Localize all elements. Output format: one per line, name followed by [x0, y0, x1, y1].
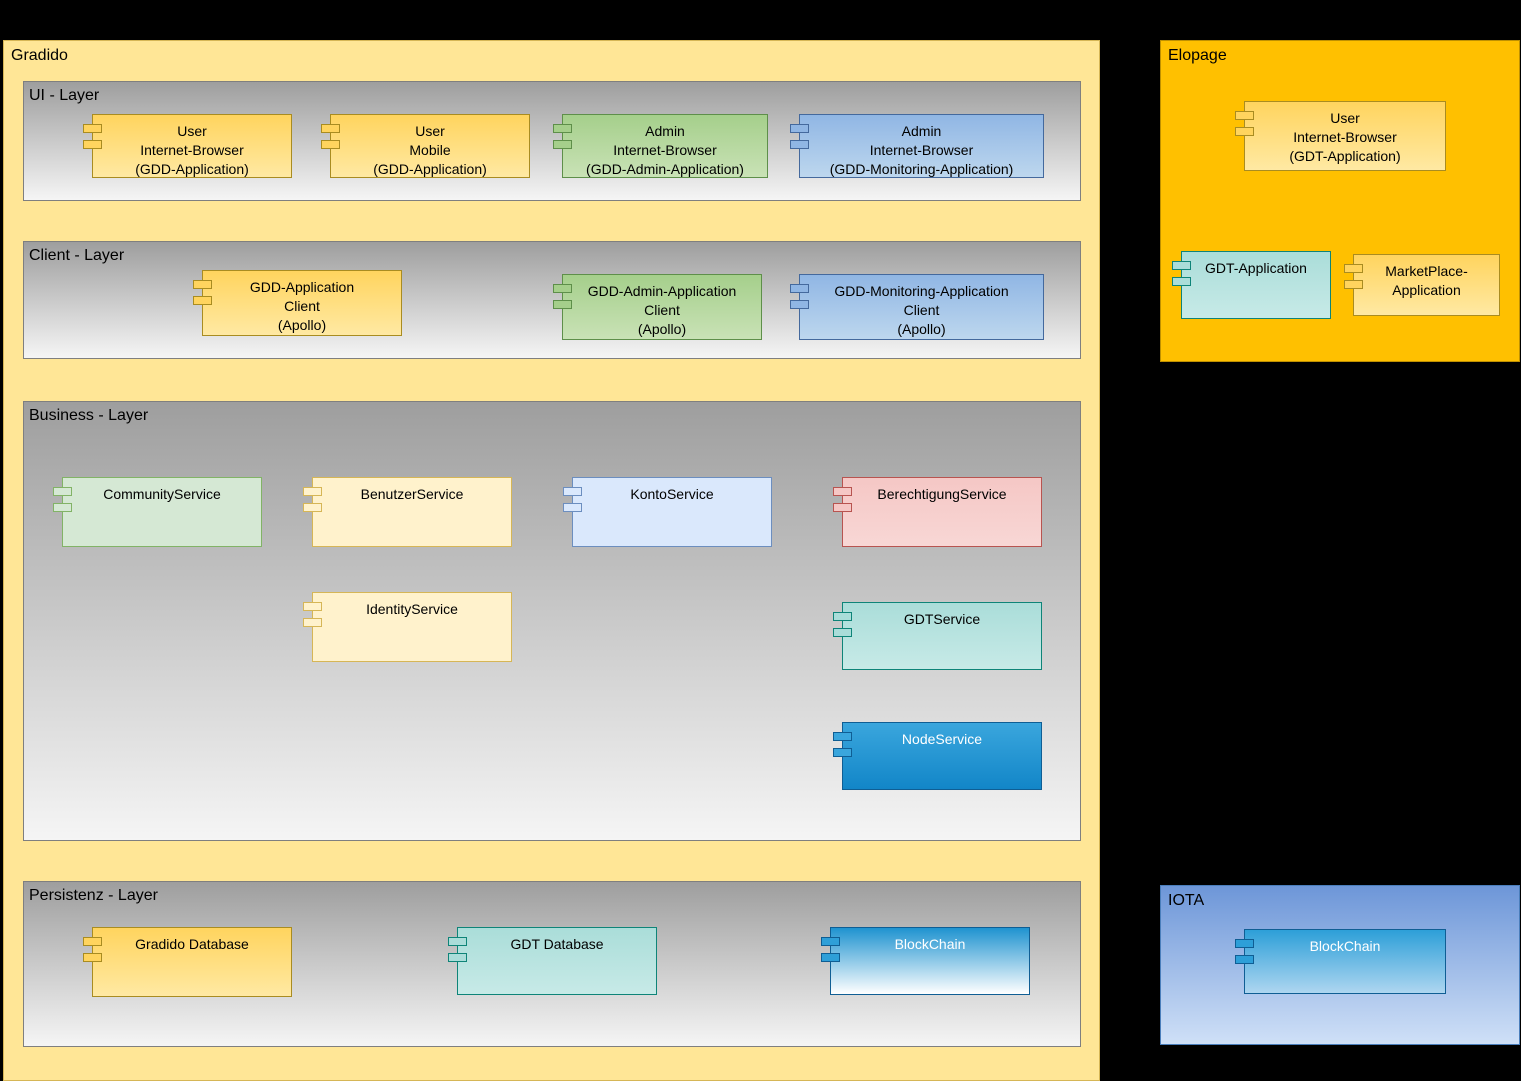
component-label: NodeService	[901, 731, 983, 747]
component-label: GDT Database	[510, 936, 604, 952]
component-tab-icon	[833, 732, 852, 741]
component-tab-icon	[1235, 127, 1254, 136]
component-tab-icon	[1344, 264, 1363, 273]
component-tab-icon	[553, 300, 572, 309]
component-user-internet-browser-gdt: User Internet-Browser (GDT-Application)	[1235, 101, 1446, 171]
component-tab-icon	[821, 937, 840, 946]
component-benutzer-service: BenutzerService	[303, 477, 512, 547]
iota-container: IOTA BlockChain	[1160, 885, 1520, 1045]
client-layer: Client - Layer GDD-Application Client (A…	[23, 241, 1081, 359]
component-tab-icon	[563, 487, 582, 496]
ui-layer-title: UI - Layer	[29, 87, 100, 104]
component-label: User Mobile (GDD-Application)	[373, 123, 487, 177]
component-label: BerechtigungService	[877, 486, 1007, 502]
component-gdt-database: GDT Database	[448, 927, 657, 995]
component-node-service: NodeService	[833, 722, 1042, 790]
component-label: BlockChain	[1309, 938, 1381, 954]
component-label: Gradido Database	[135, 936, 249, 952]
component-label: Admin Internet-Browser (GDD-Admin-Applic…	[586, 123, 744, 177]
component-label: KontoService	[630, 486, 714, 502]
component-label: BenutzerService	[360, 486, 464, 502]
component-community-service: CommunityService	[53, 477, 262, 547]
gradido-container: Gradido UI - Layer User Internet-Browser…	[3, 40, 1100, 1081]
component-tab-icon	[1344, 280, 1363, 289]
component-tab-icon	[553, 124, 572, 133]
component-user-internet-browser-gdd: User Internet-Browser (GDD-Application)	[83, 114, 292, 178]
component-tab-icon	[833, 748, 852, 757]
component-tab-icon	[83, 124, 102, 133]
component-blockchain: BlockChain	[821, 927, 1030, 995]
component-iota-blockchain: BlockChain	[1235, 929, 1446, 994]
component-label: GDT-Application	[1205, 260, 1307, 276]
component-tab-icon	[833, 612, 852, 621]
component-tab-icon	[790, 284, 809, 293]
component-gdd-application-client: GDD-Application Client (Apollo)	[193, 270, 402, 336]
component-tab-icon	[790, 140, 809, 149]
component-gdd-monitoring-application-client: GDD-Monitoring-Application Client (Apoll…	[790, 274, 1044, 340]
component-gdt-service: GDTService	[833, 602, 1042, 670]
component-tab-icon	[303, 503, 322, 512]
component-tab-icon	[303, 618, 322, 627]
component-tab-icon	[53, 487, 72, 496]
component-marketplace-application: MarketPlace- Application	[1344, 254, 1500, 316]
component-tab-icon	[833, 628, 852, 637]
elopage-title: Elopage	[1168, 47, 1227, 64]
component-user-mobile-gdd: User Mobile (GDD-Application)	[321, 114, 530, 178]
component-gradido-database: Gradido Database	[83, 927, 292, 997]
component-tab-icon	[790, 300, 809, 309]
component-gdt-application: GDT-Application	[1172, 251, 1331, 319]
component-label: BlockChain	[894, 936, 966, 952]
elopage-container: Elopage User Internet-Browser (GDT-Appli…	[1160, 40, 1520, 362]
client-layer-title: Client - Layer	[29, 247, 125, 264]
iota-title: IOTA	[1168, 892, 1205, 909]
gradido-title: Gradido	[11, 47, 68, 64]
component-tab-icon	[563, 503, 582, 512]
component-tab-icon	[53, 503, 72, 512]
ui-layer: UI - Layer User Internet-Browser (GDD-Ap…	[23, 81, 1081, 201]
component-tab-icon	[833, 487, 852, 496]
component-tab-icon	[193, 280, 212, 289]
component-tab-icon	[821, 953, 840, 962]
component-label: MarketPlace- Application	[1385, 263, 1468, 298]
component-tab-icon	[790, 124, 809, 133]
component-tab-icon	[83, 937, 102, 946]
component-tab-icon	[448, 937, 467, 946]
component-label: Admin Internet-Browser (GDD-Monitoring-A…	[829, 123, 1014, 177]
persistenz-layer: Persistenz - Layer Gradido Database GDT …	[23, 881, 1081, 1047]
persistenz-layer-title: Persistenz - Layer	[29, 887, 158, 904]
component-tab-icon	[1235, 939, 1254, 948]
component-label: GDD-Application Client (Apollo)	[249, 279, 355, 333]
component-label: User Internet-Browser (GDT-Application)	[1289, 110, 1401, 164]
component-identity-service: IdentityService	[303, 592, 512, 662]
component-label: IdentityService	[366, 601, 458, 617]
component-admin-internet-browser-gdd-admin: Admin Internet-Browser (GDD-Admin-Applic…	[553, 114, 768, 178]
component-konto-service: KontoService	[563, 477, 772, 547]
component-label: GDTService	[903, 611, 981, 627]
component-tab-icon	[448, 953, 467, 962]
component-tab-icon	[1235, 111, 1254, 120]
component-berechtigung-service: BerechtigungService	[833, 477, 1042, 547]
component-tab-icon	[303, 487, 322, 496]
component-tab-icon	[83, 140, 102, 149]
component-tab-icon	[303, 602, 322, 611]
component-tab-icon	[1172, 261, 1191, 270]
component-admin-internet-browser-gdd-monitoring: Admin Internet-Browser (GDD-Monitoring-A…	[790, 114, 1044, 178]
component-tab-icon	[1235, 955, 1254, 964]
component-label: User Internet-Browser (GDD-Application)	[135, 123, 249, 177]
component-tab-icon	[553, 140, 572, 149]
component-tab-icon	[1172, 277, 1191, 286]
business-layer-title: Business - Layer	[29, 407, 149, 424]
component-tab-icon	[193, 296, 212, 305]
component-tab-icon	[321, 140, 340, 149]
component-label: CommunityService	[103, 486, 221, 502]
component-tab-icon	[83, 953, 102, 962]
business-layer: Business - Layer CommunityService Benutz…	[23, 401, 1081, 841]
component-label: GDD-Monitoring-Application Client (Apoll…	[834, 283, 1009, 337]
component-gdd-admin-application-client: GDD-Admin-Application Client (Apollo)	[553, 274, 762, 340]
component-tab-icon	[833, 503, 852, 512]
component-tab-icon	[553, 284, 572, 293]
component-label: GDD-Admin-Application Client (Apollo)	[587, 283, 737, 337]
component-tab-icon	[321, 124, 340, 133]
